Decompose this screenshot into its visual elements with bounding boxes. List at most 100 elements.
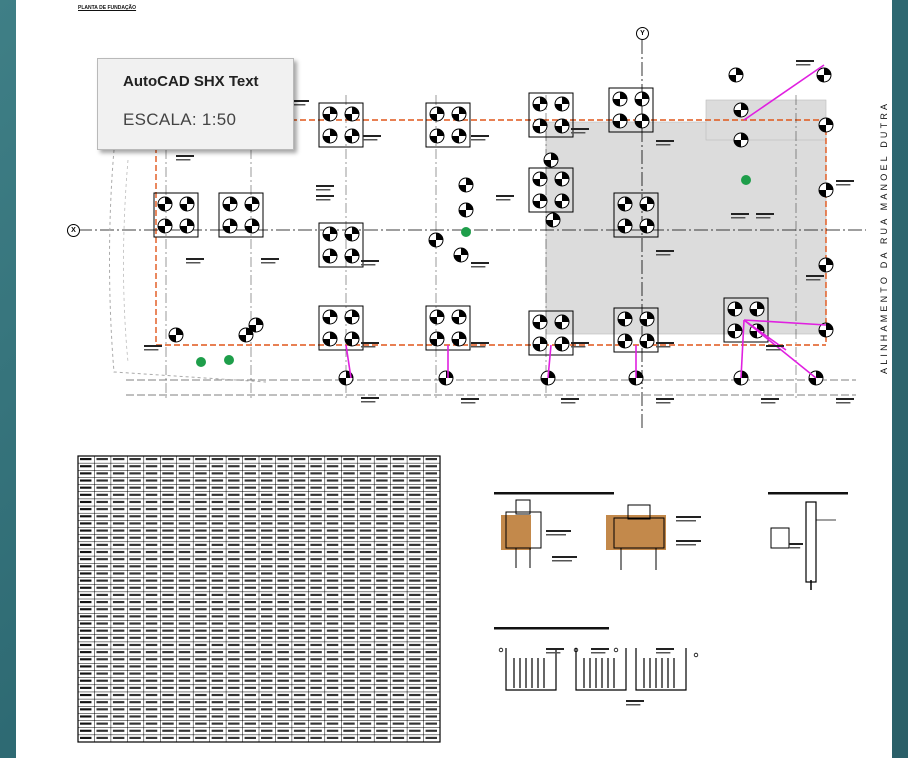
label-scribble [552,556,577,558]
table-cell-text [425,672,437,675]
table-cell-text [409,651,421,654]
table-cell-text [425,615,437,618]
table-cell-text [145,479,158,482]
table-cell-text [211,508,224,511]
pile-symbol [819,190,826,197]
table-cell-text [178,458,191,461]
label-scribble [731,217,746,219]
table-cell-text [129,693,141,697]
tie-beam-line [743,64,825,121]
table-cell-text [195,550,207,554]
pile-cap [528,92,574,138]
table-cell-text [261,515,273,518]
pile-symbol [452,317,459,324]
table-cell-text [244,665,256,668]
pile-cap [723,297,769,343]
pile-symbol [750,331,757,338]
table-cell-text [244,458,256,461]
pile-symbol [230,219,237,226]
table-cell-text [425,736,437,739]
table-cell-text [96,522,108,525]
pile-symbol [452,136,459,143]
table-cell-text [80,529,92,532]
label-scribble [676,544,696,546]
table-cell-text [228,615,240,618]
table-cell-text [211,601,224,604]
table-cell-text [178,593,191,596]
table-cell-text [277,708,289,711]
pile-symbol [352,107,359,114]
table-cell-text [178,479,191,482]
detail-outline [693,652,699,658]
table-cell-text [129,593,141,596]
pile-symbol [180,204,187,211]
table-cell-text [409,572,421,575]
label-scribble [789,547,801,549]
table-cell-text [392,679,405,682]
table-cell-text [359,708,372,711]
table-cell-text [211,565,224,568]
table-cell-text [80,672,92,675]
table-cell-text [261,736,273,739]
label-scribble [261,262,276,264]
table-cell-text [145,715,158,718]
pile-symbol [466,178,473,185]
table-cell-text [392,601,405,604]
label-scribble [836,184,851,186]
pile-symbol [555,104,562,111]
table-cell-text [277,679,289,682]
table-cell-text [112,665,125,668]
table-cell-text [277,536,289,539]
table-cell-text [425,665,437,668]
table-cell-text [244,629,256,632]
table-cell-text [293,558,306,561]
table-cell-text [145,736,158,739]
table-cell-text [343,572,355,575]
table-cell-text [80,550,92,554]
table-cell-text [310,729,322,732]
table-cell-text [162,643,174,647]
table-cell-text [277,486,289,489]
table-cell-text [293,508,306,511]
table-cell-text [310,550,322,554]
table-cell-text [310,529,322,532]
table-cell-text [162,601,174,604]
table-cell-text [392,458,405,461]
table-cell-text [425,508,437,511]
table-cell-text [343,508,355,511]
table-cell-text [326,493,339,496]
table-cell-text [392,701,405,704]
table-cell-text [359,522,372,525]
table-cell-text [293,651,306,654]
table-cell-text [211,665,224,668]
label-scribble [591,652,606,654]
table-cell-text [195,665,207,668]
table-cell-text [96,536,108,539]
table-cell-text [228,529,240,532]
table-cell-text [310,736,322,739]
table-cell-text [261,543,273,546]
table-cell-text [96,672,108,675]
table-cell-text [310,522,322,525]
pile-symbol [817,75,824,82]
table-cell-text [80,586,92,589]
pile-symbol [352,249,359,256]
table-cell-text [145,693,158,697]
table-cell-text [211,550,224,554]
table-cell-text [96,658,108,661]
table-cell-text [80,708,92,711]
table-cell-text [195,565,207,568]
pile-symbol [323,256,330,263]
table-cell-text [376,508,388,511]
table-cell-text [343,693,355,697]
foundation-plan-drawing[interactable] [16,0,892,758]
table-cell-text [96,543,108,546]
table-cell-text [195,593,207,596]
table-cell-text [359,543,372,546]
table-cell-text [96,529,108,532]
table-cell-text [162,493,174,496]
table-cell-text [162,708,174,711]
table-cell-text [162,679,174,682]
table-cell-text [129,679,141,682]
pile-symbol [546,220,553,227]
